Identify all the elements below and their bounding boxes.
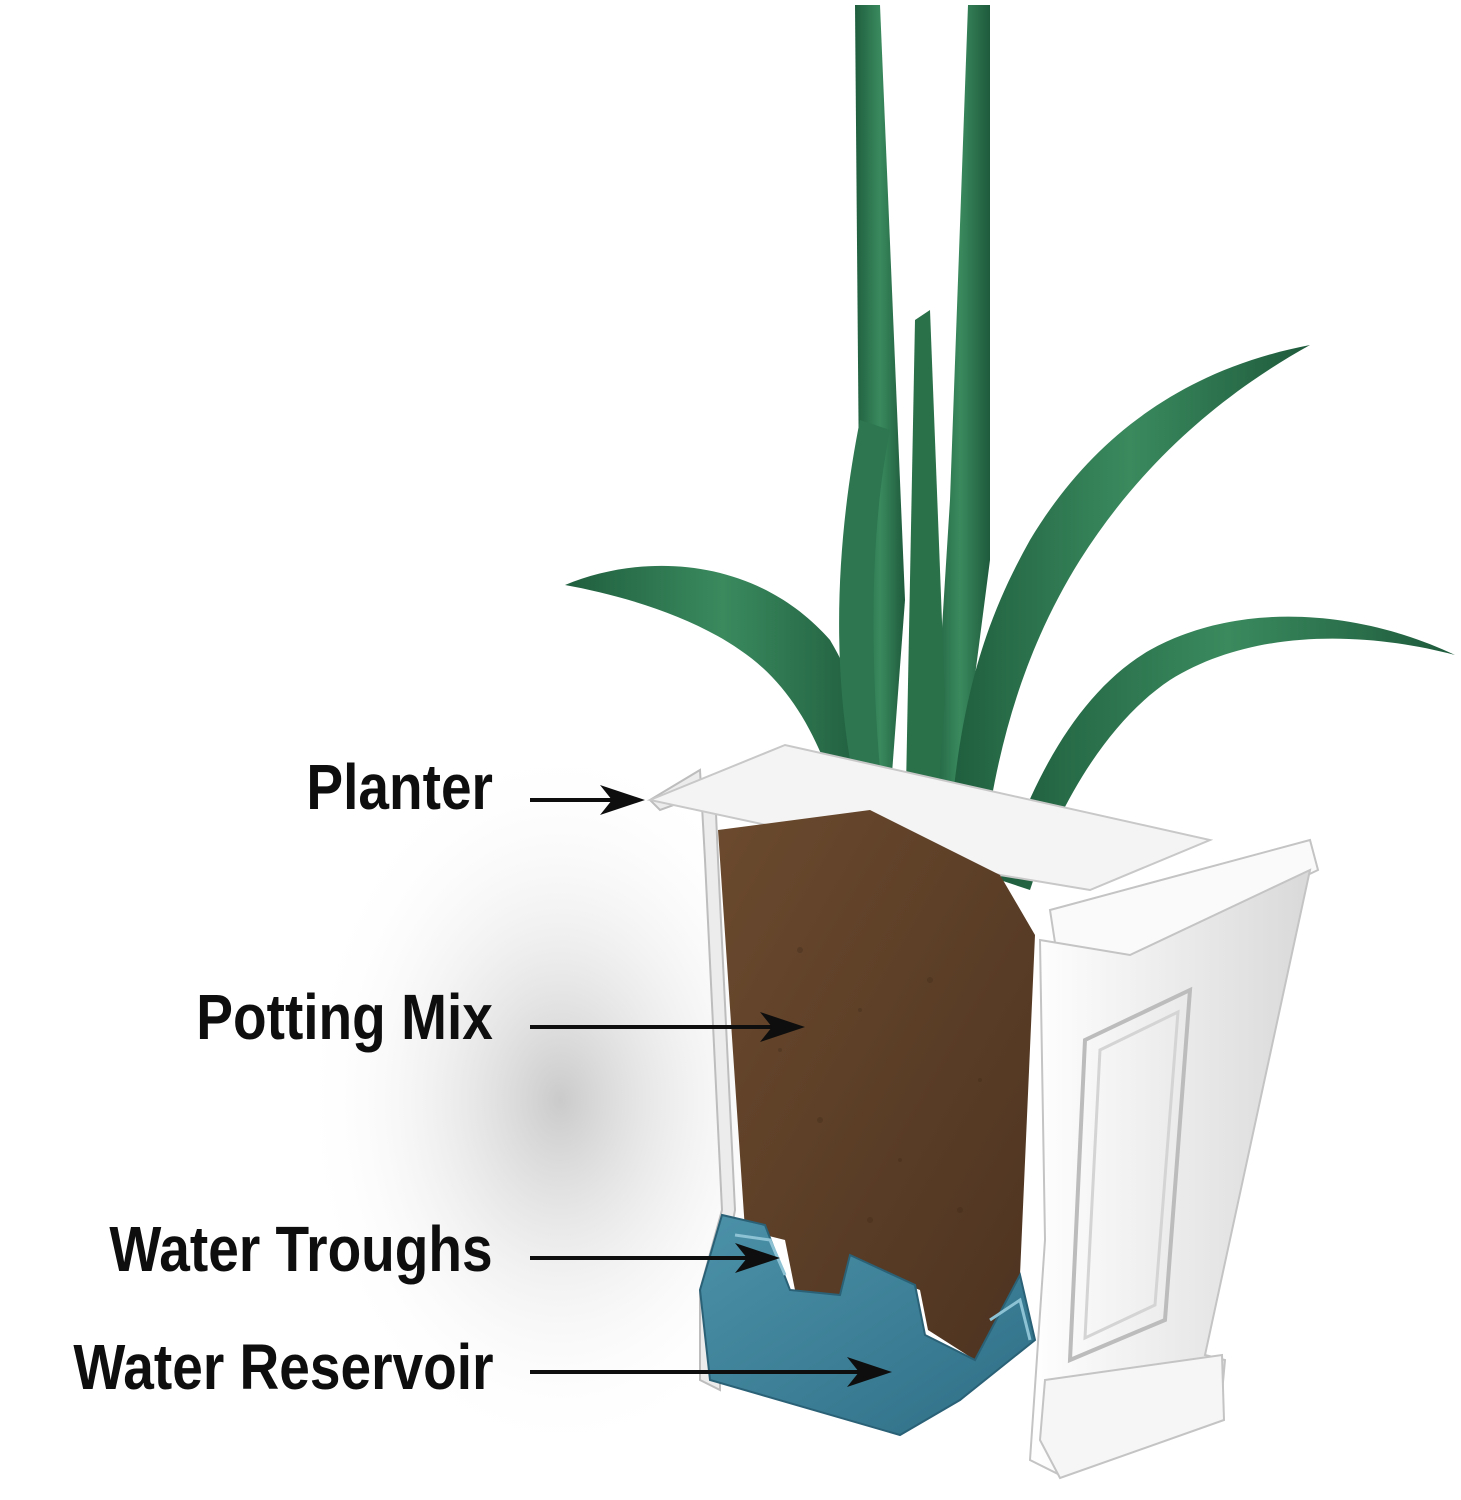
label-planter: Planter [306,751,493,823]
arrow-potting-mix-head [760,1012,805,1042]
soil-texture [778,947,982,1223]
potting-mix-soil [718,810,1035,1360]
planter-shadow [300,740,820,1460]
planter-body [646,743,1320,1480]
plant-leaves [565,5,1455,890]
arrow-planter-head [600,785,645,815]
label-water-reservoir: Water Reservoir [72,1331,493,1403]
label-water-troughs: Water Troughs [109,1213,493,1285]
arrow-water-reservoir-head [847,1357,892,1387]
water-reservoir [698,1213,1037,1437]
label-potting-mix: Potting Mix [196,981,493,1053]
arrow-water-troughs-head [735,1243,780,1273]
callout-arrows [530,785,892,1387]
